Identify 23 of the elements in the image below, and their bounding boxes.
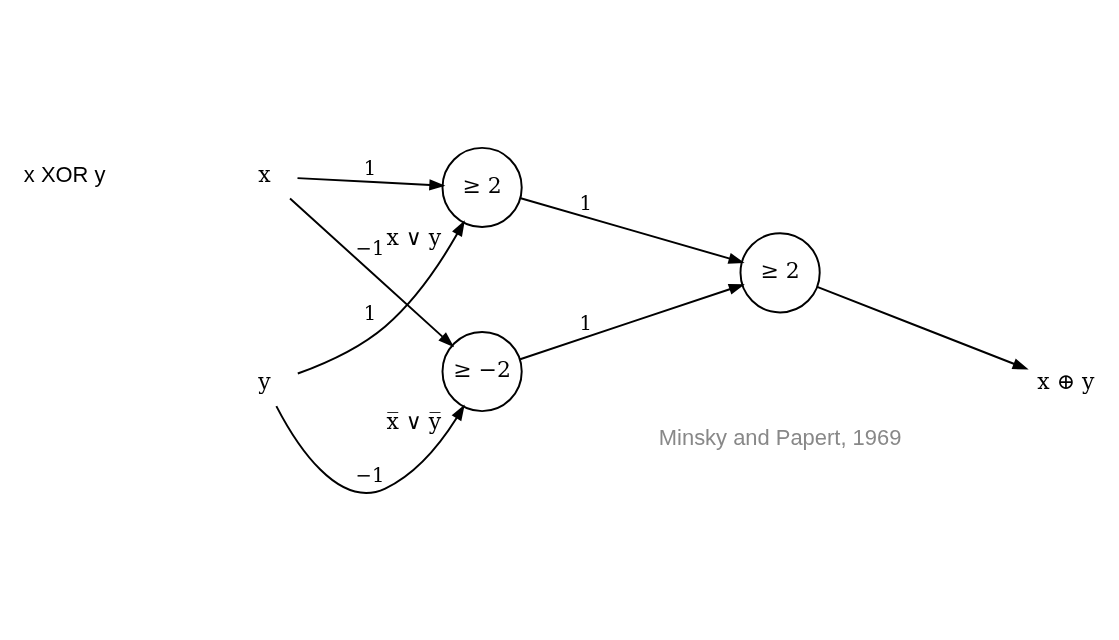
arrow <box>289 197 455 347</box>
edge-label: 1 <box>363 301 377 325</box>
node-circle: ≥ −2 <box>441 330 523 412</box>
label: x XOR y <box>23 161 106 187</box>
node-label: x̅ ∨ y̅ <box>386 408 442 434</box>
node-text: x ⊕ y <box>1037 368 1095 394</box>
arrow <box>519 283 745 360</box>
arrow <box>519 196 745 264</box>
node-label: x ∨ y <box>386 224 442 250</box>
edge-label: 1 <box>363 156 377 180</box>
node-circle: ≥ 2 <box>441 146 523 228</box>
arrow <box>296 219 465 374</box>
node-circle: ≥ 2 <box>739 231 821 313</box>
arrow <box>816 285 1029 370</box>
arrow <box>275 403 465 494</box>
node-text: y <box>258 368 271 394</box>
edge-label: 1 <box>579 191 592 215</box>
label: Minsky and Papert, 1969 <box>658 424 902 450</box>
edge-label: 1 <box>579 311 592 335</box>
node-text: x <box>258 161 271 187</box>
edge-label: −1 <box>355 237 385 260</box>
edge-label: −1 <box>355 463 385 487</box>
arrow <box>296 176 446 190</box>
